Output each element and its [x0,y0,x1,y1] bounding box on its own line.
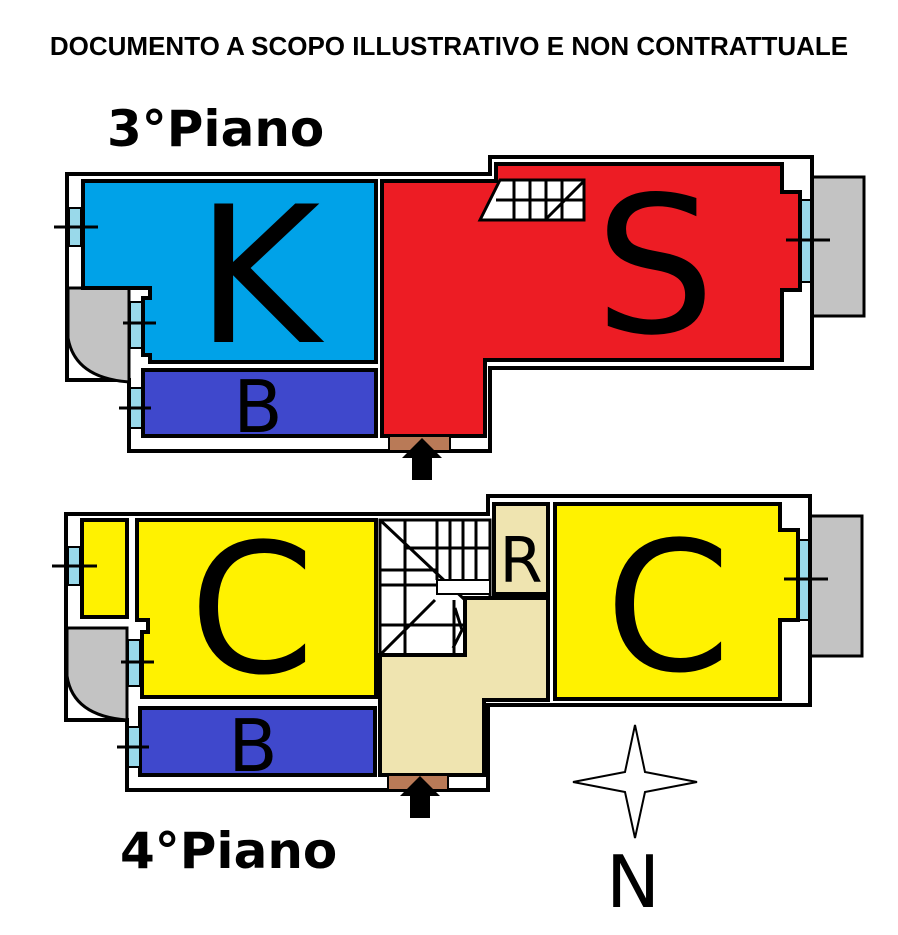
room-s [380,162,802,438]
room-k-label: K [196,166,325,387]
room-c-right-label: C [605,504,731,713]
window-icon [54,199,830,429]
balcony-left [66,286,131,384]
disclaimer-text: DOCUMENTO A SCOPO ILLUSTRATIVO E NON CON… [50,31,848,61]
compass-star-icon [572,724,698,839]
floor-3-title: 3°Piano [107,100,324,158]
room-b [141,368,378,438]
entry-arrow-icon [402,438,442,480]
compass: N [572,724,698,924]
room-s-label: S [595,156,716,377]
balcony-right [810,175,866,318]
floor-4-plan: C C R B 4°Piano [52,494,864,880]
room-b-label: B [233,365,282,449]
room-k [81,179,378,364]
window-icon [52,539,828,768]
compass-north-label: N [606,840,660,924]
staircase [477,178,586,222]
floor-4-title: 4°Piano [120,822,337,880]
room-c-small [80,518,129,619]
entry-arrow-icon [400,776,440,818]
room-c-left-label: C [189,506,315,715]
balcony-right [808,514,864,658]
room-r-label: R [499,524,542,597]
room-b [138,706,377,777]
room-r [492,502,550,596]
floor-3-plan: 3°Piano K S B [54,100,866,480]
room-c-left [135,518,378,699]
balcony-left [65,626,129,722]
room-b-label: B [228,704,277,788]
